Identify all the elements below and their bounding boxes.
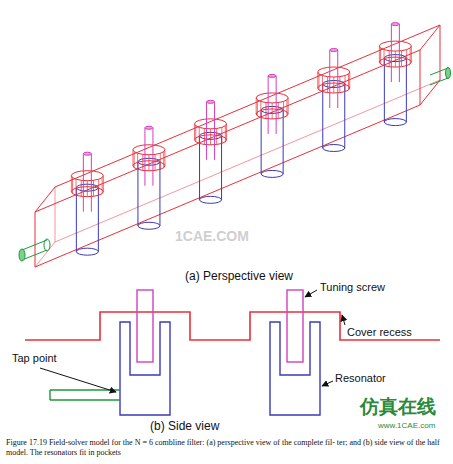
tap-line bbox=[50, 390, 120, 400]
part-label: Cover recess bbox=[347, 326, 412, 339]
coax-connector bbox=[19, 68, 451, 262]
cover-profile bbox=[25, 312, 440, 340]
figure-caption: Figure 17.19 Field-solver model for the … bbox=[6, 438, 446, 457]
watermark: 1CAE.COM bbox=[175, 228, 249, 244]
part-label: Tap point bbox=[12, 352, 57, 365]
view-caption: (b) Side view bbox=[150, 420, 219, 434]
view-caption: (a) Perspective view bbox=[185, 270, 293, 284]
side-resonators bbox=[120, 290, 320, 415]
part-label: Resonator bbox=[335, 372, 386, 385]
watermark: 仿真在线 bbox=[360, 396, 436, 418]
leader-lines bbox=[40, 290, 345, 392]
part-label: Tuning screw bbox=[320, 281, 385, 294]
watermark: www.1CAE.com bbox=[378, 421, 435, 430]
resonator-array bbox=[71, 23, 411, 256]
housing-box bbox=[35, 25, 440, 267]
